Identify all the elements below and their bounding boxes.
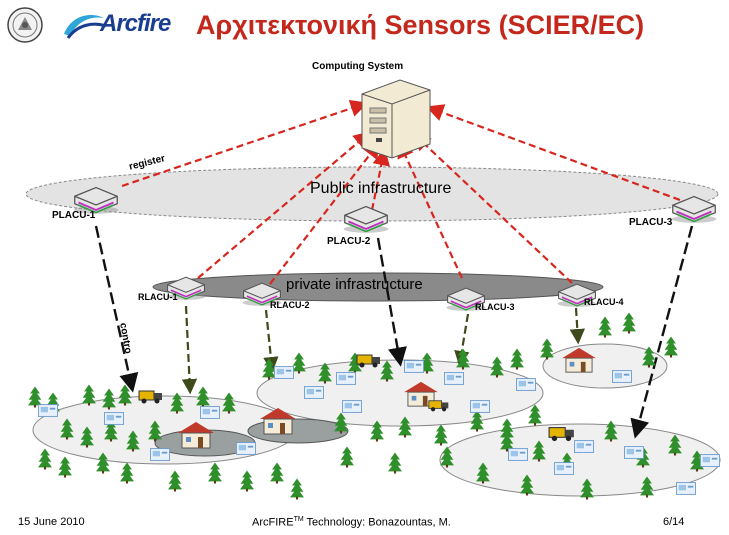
- control-links: [94, 225, 694, 439]
- rlacu-1-label: RLACU-1: [138, 292, 178, 302]
- placu-3-label: PLACU-3: [629, 217, 673, 228]
- placu-1-label: PLACU-1: [52, 210, 96, 221]
- footer-credit-text: Technology: Bonazountas, M.: [303, 516, 451, 529]
- computing-links: [121, 99, 681, 285]
- footer-credit: ArcFIRETM Technology: Bonazountas, M.: [252, 516, 451, 529]
- rlacu-2-label: RLACU-2: [270, 300, 310, 310]
- footer-date: 15 June 2010: [18, 516, 85, 528]
- placu-2-label: PLACU-2: [327, 236, 371, 247]
- footer-trademark: TM: [293, 516, 304, 523]
- footer-brand: ArcFIRE: [252, 516, 294, 529]
- footer-page-number: 6/14: [663, 516, 685, 528]
- private-infrastructure-label: private infrastructure: [286, 276, 423, 293]
- computing-system-label: Computing System: [312, 61, 404, 72]
- rlacu-3-label: RLACU-3: [475, 302, 515, 312]
- public-infrastructure-label: Public infrastructure: [310, 180, 452, 197]
- architecture-diagram: [25, 79, 721, 500]
- arcfire-logo-icon: [64, 15, 107, 39]
- university-seal-icon: [7, 7, 43, 43]
- rlacu-4-label: RLACU-4: [584, 297, 624, 307]
- computing-server-icon: [361, 79, 431, 159]
- slide-title: Αρχιτεκτονική Sensors (SCIER/EC): [196, 10, 645, 40]
- logo-text: Arcfire: [100, 10, 171, 37]
